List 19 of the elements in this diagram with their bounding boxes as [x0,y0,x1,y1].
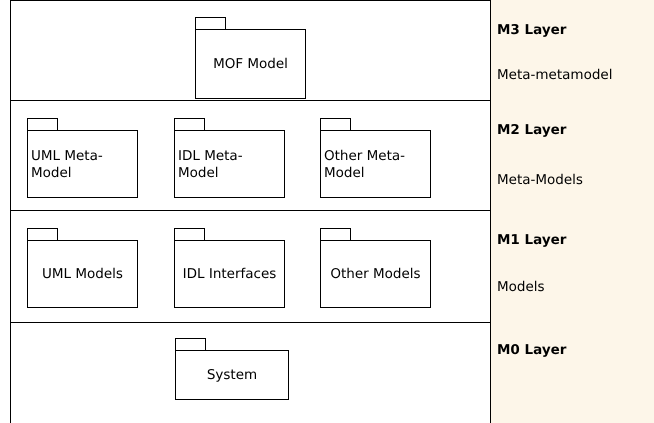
layer-band [10,210,491,323]
layer-description: Models [497,279,545,295]
layer-title: M3 Layer [497,22,566,38]
layer-description: Meta-metamodel [497,67,612,83]
package-name: UML Meta-Model [31,148,104,182]
layer-band [10,100,491,211]
package-name: Other Meta-Model [324,148,406,182]
package-name: MOF Model [213,56,288,73]
package-name: Other Models [330,266,421,283]
package-name: IDL Meta-Model [178,148,244,182]
layer-title: M2 Layer [497,122,566,138]
layer-title: M1 Layer [497,232,566,248]
layer-title: M0 Layer [497,342,566,358]
package-name: UML Models [42,266,123,283]
package-name: System [206,367,258,384]
layer-band [10,0,491,101]
layer-band [10,322,491,423]
package-name: IDL Interfaces [182,266,276,283]
layer-description: Meta-Models [497,172,583,188]
